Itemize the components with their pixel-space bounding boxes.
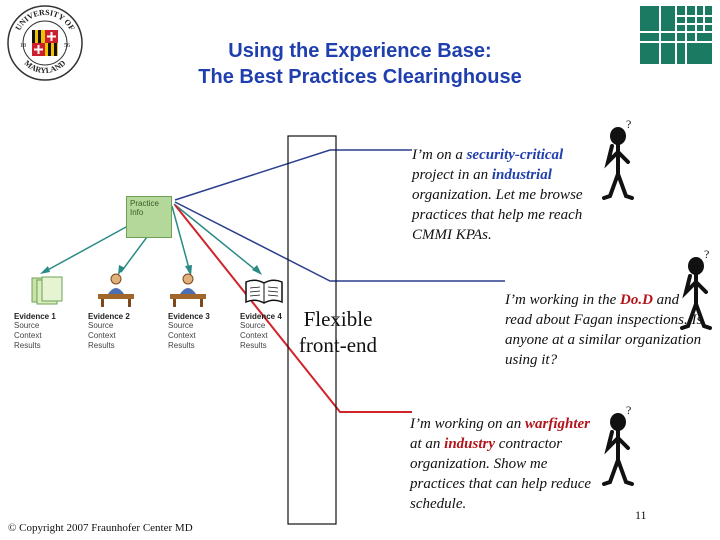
svg-text:?: ? [626, 118, 631, 131]
practice-info-box[interactable]: Practice Info [126, 196, 172, 238]
frontend-line-1: Flexible [303, 307, 373, 331]
evidence-line: Source [14, 321, 40, 330]
evidence-line: Results [88, 341, 115, 350]
thinking-person-icon: ? [602, 404, 634, 486]
logo-year-left: 18 [20, 43, 26, 49]
practice-label-1: Practice [130, 199, 159, 208]
university-seal-logo: UNIVERSITY OF MARYLAND 18 56 [7, 5, 83, 81]
open-book-icon [245, 279, 283, 304]
documents-icon [31, 276, 63, 305]
evidence-line: Context [88, 331, 116, 340]
evidence-line: Results [240, 341, 267, 350]
evidence-line: Context [14, 331, 42, 340]
user-quote-3: I’m working on an warfighter at an indus… [410, 416, 592, 512]
person-at-desk-icon [98, 273, 134, 307]
evidence-label: Evidence 4 [240, 312, 282, 321]
svg-text:?: ? [626, 404, 631, 417]
evidence-line: Context [168, 331, 196, 340]
thinking-person-icon: ? [680, 248, 712, 330]
evidence-3: Evidence 3 Source Context Results [168, 312, 210, 351]
svg-text:?: ? [704, 248, 709, 261]
practice-label-2: Info [130, 208, 144, 217]
evidence-label: Evidence 2 [88, 312, 130, 321]
slide-title: Using the Experience Base: The Best Prac… [130, 38, 590, 90]
copyright-text: © Copyright 2007 Fraunhofer Center MD [8, 522, 193, 534]
quote-highlight: Do.D [619, 292, 653, 308]
evidence-line: Source [88, 321, 114, 330]
page-number: 11 [635, 508, 647, 522]
evidence-2: Evidence 2 Source Context Results [88, 312, 130, 351]
quote-highlight: industry [444, 436, 496, 452]
user-quote-1: I’m on a security-critical project in an… [412, 147, 583, 243]
title-line-1: Using the Experience Base: [228, 40, 492, 62]
thinking-person-icon: ? [602, 118, 634, 200]
person-at-desk-icon [170, 273, 206, 307]
evidence-label: Evidence 3 [168, 312, 210, 321]
quote-highlight: warfighter [525, 416, 591, 432]
evidence-line: Results [168, 341, 195, 350]
arrow-heads [40, 265, 262, 276]
evidence-line: Results [14, 341, 41, 350]
evidence-label: Evidence 1 [14, 312, 56, 321]
evidence-line: Source [168, 321, 194, 330]
frontend-label: Flexible front-end [290, 306, 386, 358]
evidence-line: Source [240, 321, 266, 330]
evidence-line: Context [240, 331, 268, 340]
quote-highlight: industrial [491, 167, 552, 183]
user-quote-2: I’m working in the Do.D and read about F… [505, 292, 703, 368]
quote-highlight: security-critical [466, 147, 564, 163]
user-line-red [174, 204, 412, 413]
fraunhofer-grid-logo [640, 6, 712, 64]
title-line-2: The Best Practices Clearinghouse [198, 66, 522, 88]
logo-year-right: 56 [64, 43, 70, 49]
frontend-box [287, 135, 337, 525]
maryland-flag-shield [32, 30, 58, 56]
user-lines-blue [174, 149, 505, 282]
evidence-1: Evidence 1 Source Context Results [14, 312, 56, 351]
frontend-line-2: front-end [298, 333, 378, 357]
evidence-4: Evidence 4 Source Context Results [240, 312, 282, 351]
